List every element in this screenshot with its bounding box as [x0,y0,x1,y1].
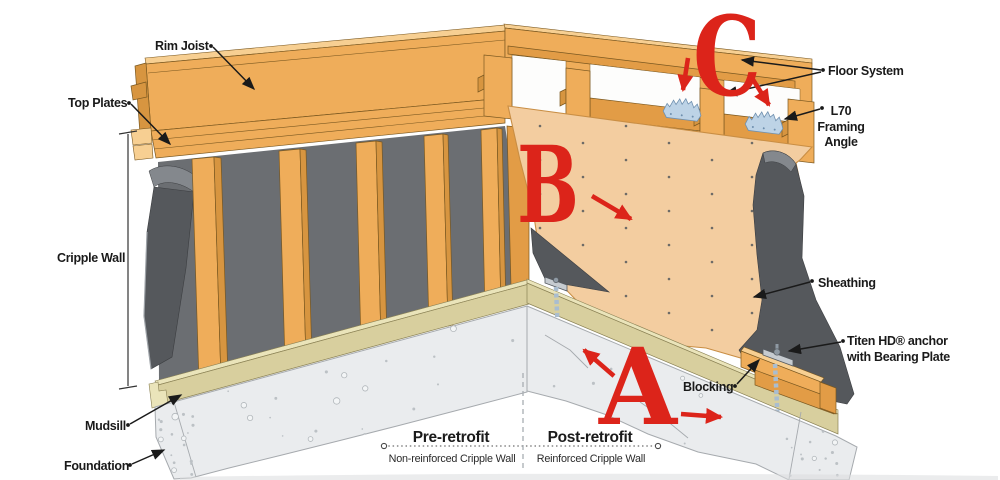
studs [191,125,530,384]
l70-framing-angle [744,110,784,135]
left-cripple-wall [130,24,530,409]
l70-framing-angle [662,97,702,122]
floor-system-label: Floor System [828,64,904,78]
rim-joist [130,24,506,135]
l70-line2: Framing [817,120,864,134]
post-retrofit-subtitle: Reinforced Cripple Wall [537,453,645,465]
l70-line1: L70 [831,104,852,118]
sheathing-label: Sheathing [818,276,876,290]
felt-edge-highlight [143,231,152,370]
blocking-label: Blocking [683,380,733,394]
cripple-wall-label: Cripple Wall [57,251,125,265]
l70-line3: Angle [824,135,858,149]
bearing-plate [762,348,794,367]
mudsill-left [148,279,530,409]
marker-c-arrow-1 [677,57,694,92]
titen-line2: with Bearing Plate [846,350,950,364]
top-plates-label: Top Plates [68,96,128,110]
marker-a-arrow-2 [680,407,723,424]
red-markers: C B A [517,0,771,449]
post-retrofit-title: Post-retrofit [548,429,633,446]
marker-c-arrow-2 [750,76,771,107]
right-cripple-wall [477,23,855,447]
marker-letter-a: A [598,324,679,449]
joist-bay [511,54,567,115]
pre-retrofit-title: Pre-retrofit [413,429,490,446]
marker-letter-b: B [517,122,579,247]
titen-line1: Titen HD® anchor [847,334,948,348]
cripple-wall-dimension-line [118,130,138,390]
legend: Pre-retrofit Non-reinforced Cripple Wall… [380,373,662,471]
callouts: Rim Joist Top Plates Cripple Wall Mudsil… [57,39,951,473]
pre-retrofit-subtitle: Non-reinforced Cripple Wall [389,453,516,465]
titen-hd-label: Titen HD® anchor with Bearing Plate [787,334,951,364]
marker-a-arrow-1 [582,348,616,378]
l70-label: L70 Framing Angle [783,104,865,149]
rim-joist-label: Rim Joist [155,39,210,53]
felt-curl-right [762,150,797,173]
top-plates [130,97,506,161]
anchor-blocking-assembly [740,344,837,447]
foundation-label: Foundation [64,459,129,473]
ground-shadow [180,473,998,480]
marker-letter-c: C [693,0,761,121]
mudsill-label: Mudsill [85,419,126,433]
marker-b-arrow [590,194,633,221]
